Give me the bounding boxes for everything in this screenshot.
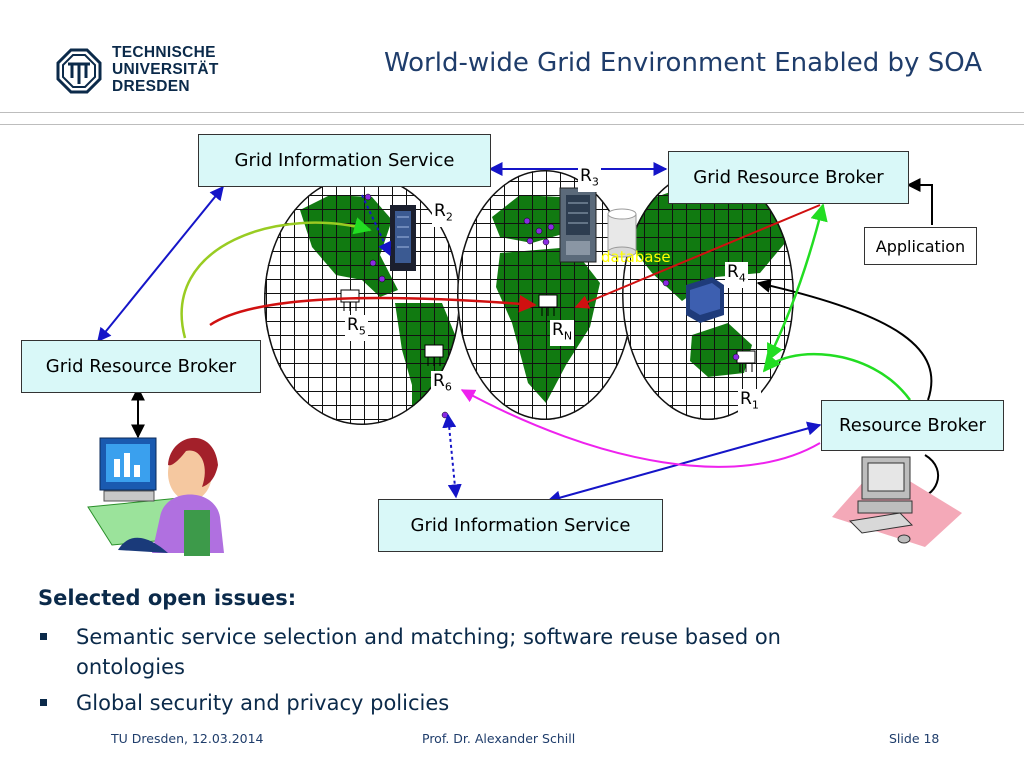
resource-label-r5: R5	[345, 315, 368, 342]
computer-desk-icon	[832, 456, 962, 547]
resource-label-r1: R1	[738, 389, 761, 416]
diagram-canvas	[87, 162, 962, 556]
logo-text: TECHNISCHE UNIVERSITÄT DRESDEN	[112, 44, 219, 95]
resource-label-r3: R3	[578, 166, 601, 193]
footer-date: TU Dresden, 12.03.2014	[111, 731, 264, 746]
resource-label-r6: R6	[431, 371, 454, 398]
logo-line-3: DRESDEN	[112, 78, 190, 95]
logo-line-1: TECHNISCHE	[112, 44, 216, 61]
footer-slide-number: Slide 18	[889, 731, 940, 746]
connection-arrows	[97, 162, 940, 505]
database-icon	[607, 208, 637, 258]
header-rule-bottom	[0, 124, 1024, 125]
bullet-square-icon	[40, 633, 47, 640]
workstation-icon	[686, 277, 724, 323]
grid-diagram: Grid Information Service Grid Resource B…	[0, 125, 1024, 570]
open-issue-text: Semantic service selection and matching;…	[76, 625, 781, 679]
open-issues-heading: Selected open issues:	[38, 586, 297, 610]
grid-information-service-bottom-box[interactable]: Grid Information Service	[378, 499, 663, 552]
bullet-square-icon	[40, 699, 47, 706]
logo-line-2: UNIVERSITÄT	[112, 61, 219, 78]
header-rule-top	[0, 112, 1024, 113]
open-issue-item: Global security and privacy policies	[38, 688, 858, 718]
resource-label-rn: RN	[550, 320, 575, 347]
grid-resource-broker-top-box[interactable]: Grid Resource Broker	[668, 151, 909, 204]
server-tower-icon	[390, 205, 416, 271]
grid-resource-broker-left-box[interactable]: Grid Resource Broker	[21, 340, 261, 393]
person-at-computer-icon	[87, 437, 224, 556]
tu-dresden-seal-icon	[56, 48, 102, 94]
resource-label-r4: R4	[725, 262, 748, 289]
open-issue-text: Global security and privacy policies	[76, 691, 450, 715]
open-issue-item: Semantic service selection and matching;…	[38, 622, 858, 682]
application-box[interactable]: Application	[864, 227, 977, 265]
database-label: database	[601, 248, 671, 266]
tu-dresden-logo: TECHNISCHE UNIVERSITÄT DRESDEN	[56, 44, 236, 100]
footer-author: Prof. Dr. Alexander Schill	[422, 731, 576, 746]
resource-label-r2: R2	[432, 201, 455, 228]
server-rack-icon	[559, 187, 597, 263]
open-issues-list: Semantic service selection and matching;…	[38, 622, 858, 724]
slide-title: World-wide Grid Environment Enabled by S…	[383, 48, 982, 78]
resource-broker-box[interactable]: Resource Broker	[821, 400, 1004, 451]
grid-information-service-top-box[interactable]: Grid Information Service	[198, 134, 491, 187]
map-gore-asia-australia	[622, 170, 794, 420]
